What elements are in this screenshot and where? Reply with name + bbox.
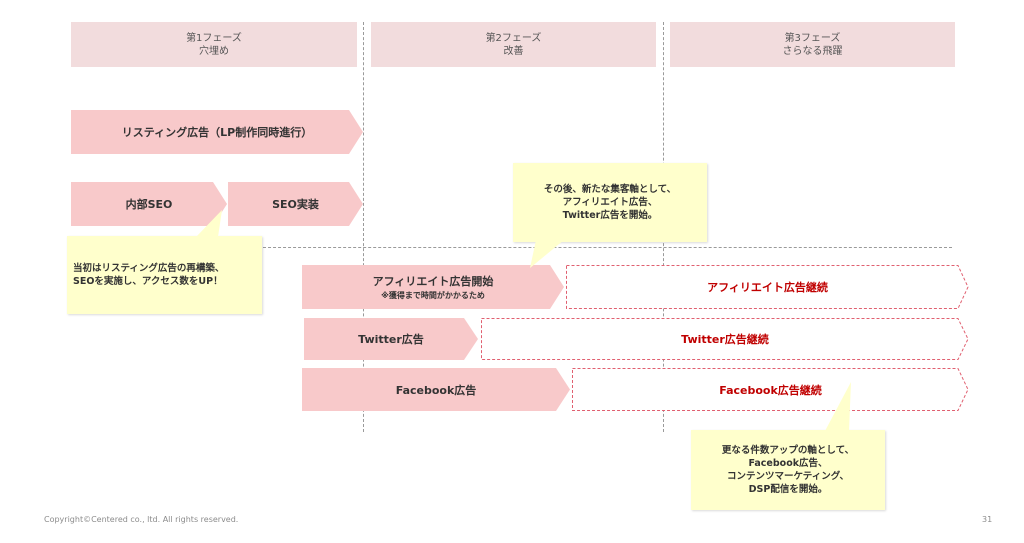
arrow-twitter: Twitter広告 — [304, 318, 478, 360]
arrow-affiliate-start-label: アフィリエイト広告開始 — [372, 275, 494, 288]
note-phase-3-pointer — [825, 382, 851, 431]
arrow-listing-ads-label: リスティング広告（LP制作同時進行） — [121, 126, 313, 139]
arrow-seo-implementation: SEO実装 — [228, 182, 363, 226]
arrow-facebook-continue: Facebook広告継続 — [572, 368, 969, 411]
arrow-affiliate-continue: アフィリエイト広告継続 — [566, 265, 969, 309]
note-phase-3-line-3: コンテンツマーケティング、 — [726, 471, 850, 482]
arrow-affiliate-start: アフィリエイト広告開始 ※獲得まで時間がかかるため — [302, 265, 564, 309]
arrow-affiliate-continue-outline — [566, 265, 969, 309]
arrow-facebook-continue-label: Facebook広告継続 — [719, 383, 822, 397]
arrow-twitter-continue: Twitter広告継続 — [481, 318, 969, 360]
phase-3-title: 第3フェーズ — [784, 32, 841, 44]
arrow-facebook-label: Facebook広告 — [395, 383, 477, 397]
section-divider — [248, 247, 952, 248]
page-number: 31 — [982, 515, 993, 524]
note-phase-3-line-4: DSP配信を開始。 — [748, 484, 828, 495]
phase-1-title: 第1フェーズ — [186, 32, 242, 44]
note-phase-1: 当初はリスティング広告の再構築、 SEOを実施し、アクセス数をUP！ — [67, 236, 262, 314]
phase-2-subtitle: 改善 — [503, 45, 524, 57]
note-phase-2-line-3: Twitter広告を開始。 — [562, 210, 658, 221]
phase-divider-1 — [363, 22, 364, 432]
phase-header-1: 第1フェーズ 穴埋め — [71, 22, 357, 67]
note-phase-3-line-2: Facebook広告、 — [748, 458, 828, 469]
phase-1-subtitle: 穴埋め — [199, 45, 229, 57]
arrow-twitter-label: Twitter広告 — [358, 333, 424, 346]
note-phase-2-line-1: その後、新たな集客軸として、 — [543, 184, 677, 195]
note-phase-1-line-2: SEOを実施し、アクセス数をUP！ — [73, 276, 223, 287]
phase-2-title: 第2フェーズ — [485, 32, 542, 44]
note-phase-3: 更なる件数アップの軸として、 Facebook広告、 コンテンツマーケティング、… — [691, 430, 885, 510]
note-phase-1-pointer — [196, 210, 222, 237]
arrow-affiliate-start-note: ※獲得まで時間がかかるため — [381, 291, 485, 300]
arrow-facebook-continue-outline — [572, 368, 969, 411]
phase-header-2: 第2フェーズ 改善 — [371, 22, 656, 67]
arrow-internal-seo: 内部SEO — [71, 182, 227, 226]
note-phase-2-pointer — [530, 240, 564, 268]
arrow-twitter-continue-label: Twitter広告継続 — [681, 333, 769, 346]
note-phase-2: その後、新たな集客軸として、 アフィリエイト広告、 Twitter広告を開始。 — [513, 163, 707, 242]
arrow-twitter-continue-outline — [481, 318, 969, 360]
note-phase-1-line-1: 当初はリスティング広告の再構築、 — [73, 263, 225, 274]
arrow-internal-seo-label: 内部SEO — [125, 198, 173, 211]
arrow-listing-ads: リスティング広告（LP制作同時進行） — [71, 110, 363, 154]
phase-header-3: 第3フェーズ さらなる飛躍 — [670, 22, 955, 67]
note-phase-2-line-2: アフィリエイト広告、 — [562, 197, 658, 208]
arrow-affiliate-continue-label: アフィリエイト広告継続 — [707, 281, 828, 294]
arrow-facebook: Facebook広告 — [302, 368, 570, 411]
note-phase-3-line-1: 更なる件数アップの軸として、 — [721, 445, 855, 456]
copyright: Copyright©Centered co., ltd. All rights … — [44, 515, 239, 524]
arrow-seo-implementation-label: SEO実装 — [272, 198, 319, 211]
phase-3-subtitle: さらなる飛躍 — [782, 45, 843, 57]
